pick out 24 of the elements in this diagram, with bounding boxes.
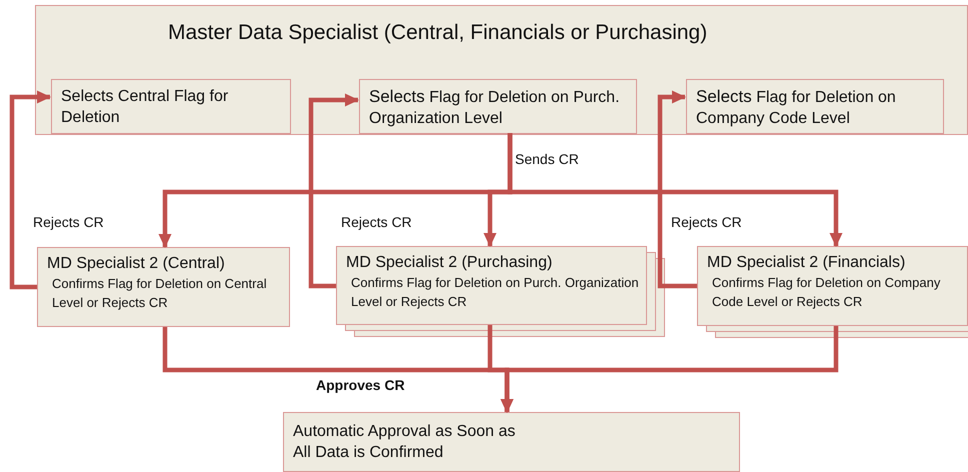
group-title: Master Data Specialist (Central, Financials or Purchasing) <box>168 20 708 46</box>
box-description: Confirms Flag for Deletion on Purch. Organization Level or Rejects CR <box>351 274 640 311</box>
box-title: Selects Flag for Deletion on Company Code Level <box>696 86 897 129</box>
process-box <box>283 412 740 472</box>
group-box <box>35 5 968 135</box>
box-title: Selects Flag for Deletion on Purch. Organization Level <box>369 86 621 129</box>
box-title: MD Specialist 2 (Financials) <box>707 253 906 273</box>
box-title: Automatic Approval as Soon as All Data is Confirmed <box>293 422 516 463</box>
process-box <box>51 79 291 134</box>
process-box <box>359 79 637 134</box>
arrow <box>658 90 697 288</box>
process-box <box>697 246 968 326</box>
box-title: MD Specialist 2 (Central) <box>47 254 226 274</box>
box-description: Confirms Flag for Deletion on Company Code Level or Rejects CR <box>712 274 942 311</box>
process-box <box>336 246 647 325</box>
arrow <box>308 94 359 288</box>
process-box <box>37 247 290 327</box>
box-title: MD Specialist 2 (Purchasing) <box>346 253 554 273</box>
box-title: Selects Central Flag for Deletion <box>61 87 230 128</box>
arrow <box>508 133 842 247</box>
box-description: Confirms Flag for Deletion on Central Level or Rejects CR <box>52 275 268 312</box>
arrow <box>10 90 51 290</box>
process-box <box>686 79 944 134</box>
arrow <box>500 326 838 413</box>
